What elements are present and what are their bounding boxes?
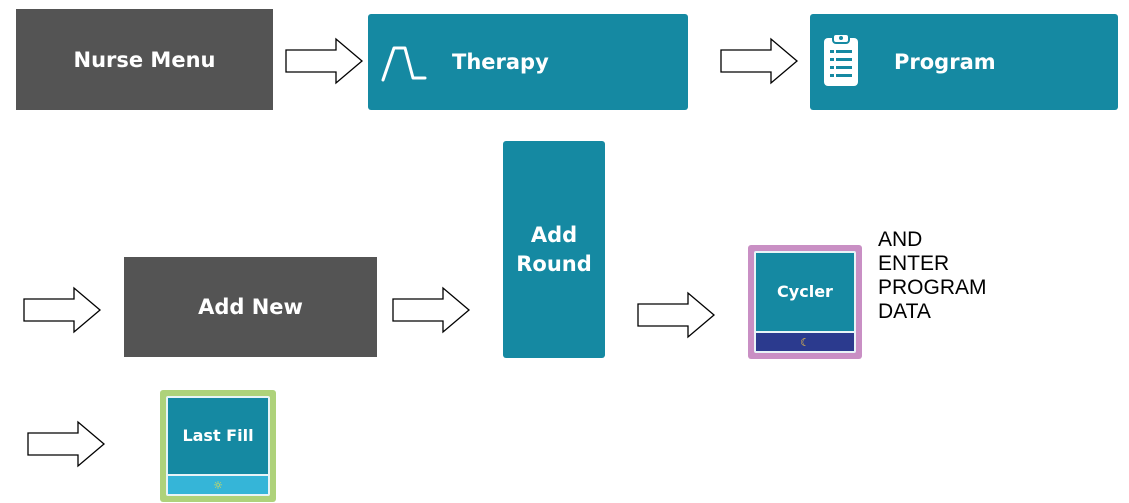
sun-icon: ☼ [213,478,223,492]
flow-arrow-icon [392,286,471,334]
flow-arrow-icon [720,37,799,85]
therapy-curve-icon [381,46,427,82]
add-round-button[interactable]: Add Round [503,141,605,358]
cycler-label: Cycler [777,281,833,301]
add-new-box[interactable]: Add New [124,257,377,357]
nurse-menu-label: Nurse Menu [73,47,216,72]
nurse-menu-box[interactable]: Nurse Menu [16,9,273,110]
last-fill-label: Last Fill [182,425,254,445]
cycler-tile[interactable]: Cycler ☾ [748,245,862,359]
program-button[interactable]: Program [810,14,1118,110]
note-line: ENTER [878,252,950,275]
cycler-status-strip: ☾ [756,331,854,351]
therapy-button[interactable]: Therapy [368,14,688,110]
instruction-note: AND ENTER PROGRAM DATA [878,228,987,324]
add-round-label-line2: Round [516,252,592,276]
last-fill-status-strip: ☼ [168,474,268,494]
add-new-label: Add New [198,295,303,319]
flow-arrow-icon [637,291,716,339]
flow-arrow-icon [285,37,364,85]
last-fill-tile[interactable]: Last Fill ☼ [160,390,276,502]
clipboard-icon [824,33,858,86]
add-round-label-line1: Add [530,223,578,247]
flow-arrow-icon [23,286,102,334]
flow-arrow-icon [27,420,106,468]
note-line: PROGRAM [878,276,987,299]
note-line: DATA [878,300,931,323]
therapy-label: Therapy [452,50,549,74]
note-line: AND [878,228,923,251]
moon-icon: ☾ [800,335,810,349]
program-label: Program [894,50,996,74]
